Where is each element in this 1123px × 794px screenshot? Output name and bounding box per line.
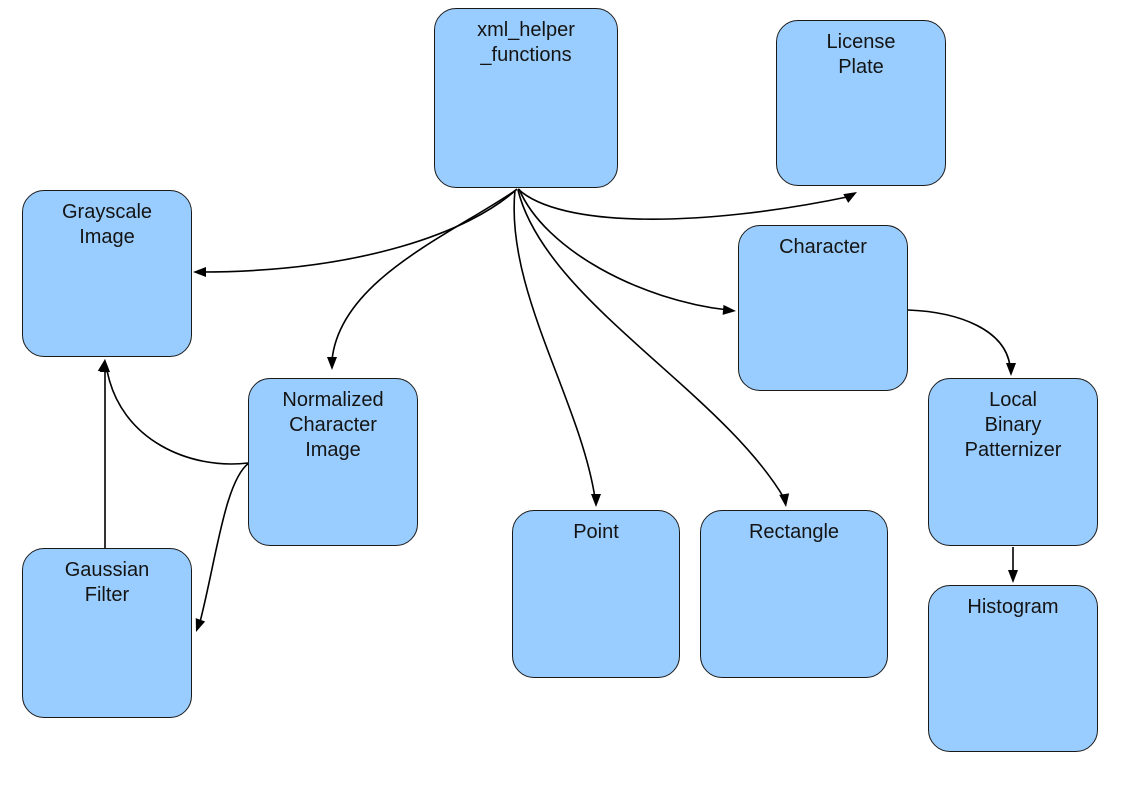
node-character[interactable]: Character xyxy=(738,225,908,391)
arrowhead-icon xyxy=(1006,363,1016,376)
edge-xml-to-point xyxy=(513,189,601,507)
arrowhead-icon xyxy=(779,493,790,507)
node-label: Normalized Character Image xyxy=(282,389,384,461)
node-label: Histogram xyxy=(967,596,1059,618)
node-license-plate[interactable]: License Plate xyxy=(776,20,946,186)
arrowhead-icon xyxy=(193,267,206,277)
edge-xml-to-grayscale-image xyxy=(193,188,518,277)
node-point[interactable]: Point xyxy=(512,510,680,678)
node-label: License Plate xyxy=(826,31,896,78)
node-xml-helper-functions[interactable]: xml_helper _functions xyxy=(434,8,618,188)
edge-xml-to-normalized-character-image xyxy=(327,189,517,370)
arrowhead-icon xyxy=(591,494,601,507)
node-grayscale-image[interactable]: Grayscale Image xyxy=(22,190,192,357)
node-label: Point xyxy=(573,521,619,543)
edge-xml-to-rectangle xyxy=(517,189,790,507)
node-histogram[interactable]: Histogram xyxy=(928,585,1098,752)
edge-normalized-character-image-to-grayscale-image xyxy=(97,359,249,465)
node-label: Local Binary Patternizer xyxy=(964,389,1062,461)
edge-character-to-local-binary-patternizer xyxy=(907,309,1016,376)
node-local-binary-patternizer[interactable]: Local Binary Patternizer xyxy=(928,378,1098,546)
arrowhead-icon xyxy=(97,359,108,373)
edge-xml-to-license-plate xyxy=(517,188,857,220)
arrowhead-icon xyxy=(195,618,206,632)
arrowhead-icon xyxy=(722,304,736,315)
node-label: Rectangle xyxy=(748,521,840,543)
edge-local-binary-patternizer-to-histogram xyxy=(1008,547,1018,583)
node-normalized-character-image[interactable]: Normalized Character Image xyxy=(248,378,418,546)
node-gaussian-filter[interactable]: Gaussian Filter xyxy=(22,548,192,718)
edge-normalized-character-image-to-gaussian-filter xyxy=(195,462,250,632)
node-label: Gaussian Filter xyxy=(64,559,150,606)
arrowhead-icon xyxy=(327,357,337,370)
node-label: Grayscale Image xyxy=(61,201,153,248)
edge-gaussian-filter-to-grayscale-image xyxy=(100,359,110,548)
node-label: Character xyxy=(779,236,867,258)
arrowhead-icon xyxy=(1008,570,1018,583)
node-label: xml_helper _functions xyxy=(477,19,575,66)
arrowhead-icon xyxy=(843,192,857,203)
edge-xml-to-character xyxy=(518,188,736,315)
node-rectangle[interactable]: Rectangle xyxy=(700,510,888,678)
